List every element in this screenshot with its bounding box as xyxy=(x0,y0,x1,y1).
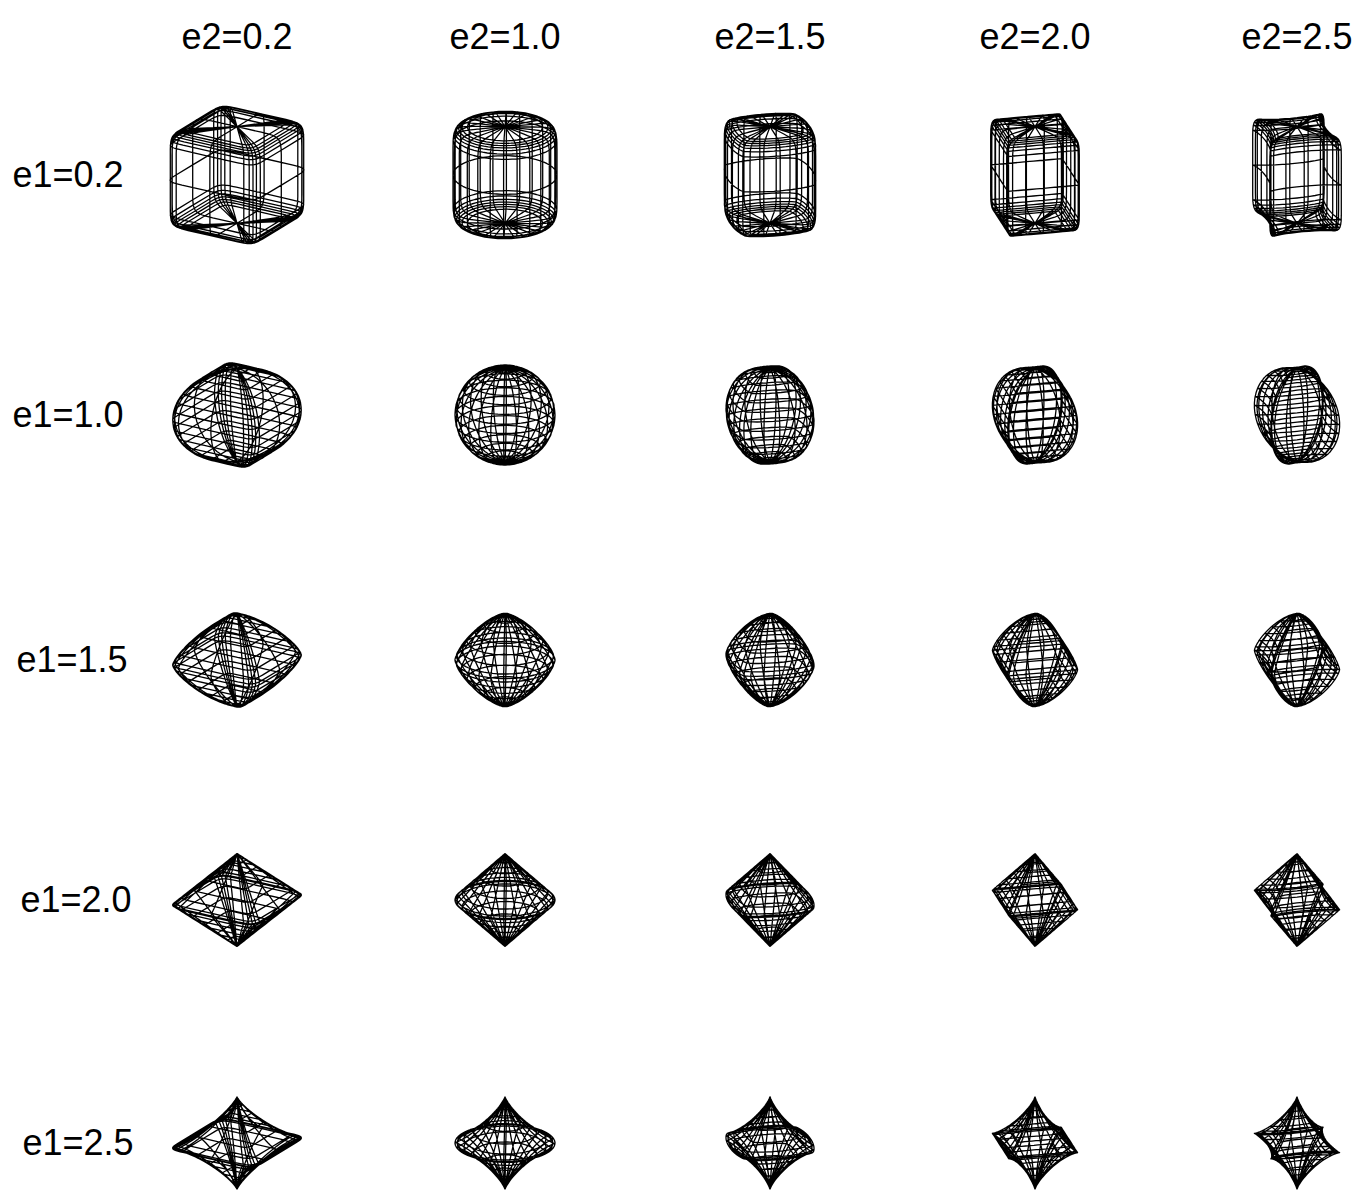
superquadric xyxy=(173,613,302,707)
wireframe xyxy=(455,365,555,465)
superquadric xyxy=(726,1097,814,1190)
superquadric xyxy=(455,365,555,465)
column-header: e2=1.5 xyxy=(714,19,825,55)
wireframe xyxy=(1253,114,1342,236)
wireframe xyxy=(724,113,816,236)
column-header: e2=2.5 xyxy=(1241,19,1352,55)
row-header: e1=1.0 xyxy=(12,397,123,433)
wireframe xyxy=(453,111,557,238)
superquadric xyxy=(1254,1097,1339,1190)
row-header: e1=2.0 xyxy=(20,882,131,918)
row-header: e1=0.2 xyxy=(12,157,123,193)
wireframe xyxy=(1254,854,1339,947)
wireframe xyxy=(991,114,1080,236)
wireframe xyxy=(173,854,302,947)
superquadric xyxy=(453,111,557,238)
superquadric xyxy=(173,1097,302,1190)
wireframe xyxy=(726,366,814,464)
wireframe xyxy=(455,854,555,947)
superquadric xyxy=(992,613,1077,706)
superquadric xyxy=(726,613,814,706)
wireframe xyxy=(992,613,1077,706)
superquadric xyxy=(724,113,816,236)
row-header: e1=2.5 xyxy=(22,1125,133,1161)
superquadric xyxy=(1254,366,1339,464)
superquadric xyxy=(1254,854,1339,947)
wireframe xyxy=(455,613,555,706)
superquadric xyxy=(170,106,304,243)
superquadric xyxy=(726,366,814,464)
wireframe xyxy=(992,1097,1077,1190)
superquadric xyxy=(992,854,1077,947)
wireframe xyxy=(1254,1097,1339,1190)
column-header: e2=0.2 xyxy=(181,19,292,55)
wireframe xyxy=(992,854,1077,947)
row-header: e1=1.5 xyxy=(16,642,127,678)
wireframe xyxy=(1254,613,1339,706)
column-header: e2=2.0 xyxy=(979,19,1090,55)
wireframe xyxy=(1254,366,1339,464)
superquadric xyxy=(1253,114,1342,236)
wireframe xyxy=(455,1097,555,1190)
superquadric xyxy=(455,854,555,947)
column-header: e2=1.0 xyxy=(449,19,560,55)
wireframe xyxy=(173,613,302,707)
superquadric xyxy=(173,363,302,467)
superquadric xyxy=(992,366,1077,464)
wireframe xyxy=(170,106,304,243)
wireframe xyxy=(726,1097,814,1190)
wireframe xyxy=(726,613,814,706)
superquadric xyxy=(455,1097,555,1190)
wireframe xyxy=(173,1097,302,1190)
wireframe xyxy=(173,363,302,467)
superquadric xyxy=(173,854,302,947)
superquadric xyxy=(992,1097,1077,1190)
superquadric xyxy=(991,114,1080,236)
wireframe xyxy=(726,854,814,947)
superquadric xyxy=(726,854,814,947)
wireframe xyxy=(992,366,1077,464)
superquadric xyxy=(455,613,555,706)
superquadric xyxy=(1254,613,1339,706)
